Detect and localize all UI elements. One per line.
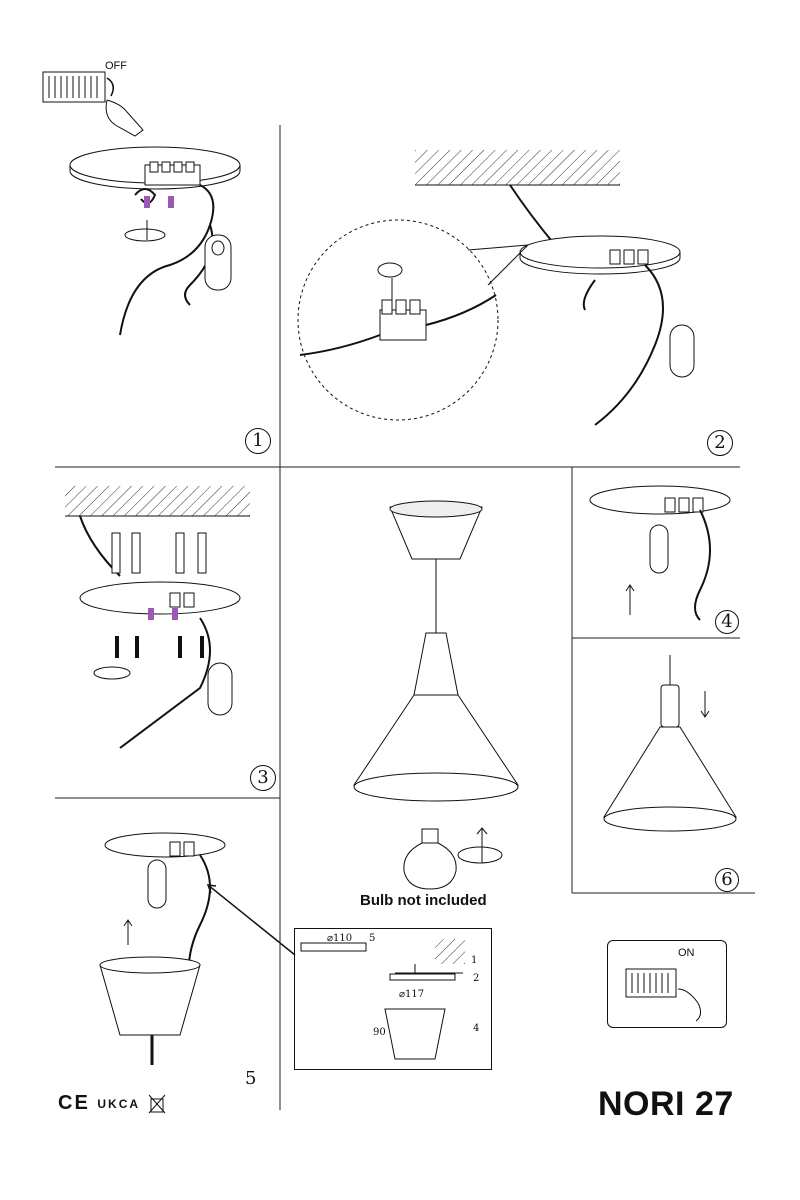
ref-1-label: 1: [471, 955, 478, 966]
step-2-number: 2: [707, 430, 733, 456]
step-6-number: 6: [715, 868, 739, 892]
breaker-on-illustration: ON: [607, 940, 727, 1028]
compliance-marks: CE UKCA: [58, 1092, 166, 1115]
ref-2-label: 2: [473, 973, 480, 984]
bulb-icon: [403, 827, 503, 890]
breaker-panel-icon: [42, 71, 144, 137]
ukca-mark: UKCA: [97, 1096, 141, 1111]
plate-diameter-label: ⌀117: [399, 989, 425, 1000]
height-label: 90: [373, 1027, 386, 1038]
step-5-illustration: [99, 832, 296, 1065]
switch-off-label: OFF: [105, 60, 127, 72]
step-4-illustration: [589, 485, 731, 621]
canopy-diameter-label: ⌀110: [327, 933, 353, 944]
step-2-illustration: [297, 150, 695, 426]
ce-mark: CE: [58, 1092, 90, 1114]
assembled-pendant-illustration: [353, 500, 519, 802]
step-1-illustration: [69, 146, 241, 336]
step-3-illustration: [65, 486, 250, 749]
step-4-number: 4: [715, 610, 739, 634]
weee-bin-icon: [148, 1092, 166, 1114]
bulb-not-included-note: Bulb not included: [360, 892, 487, 909]
dimension-drawing: ⌀110 5 ⌀117 90 1 2 4: [294, 928, 492, 1070]
ref-4-label: 4: [473, 1023, 480, 1034]
ref-5-label: 5: [369, 933, 376, 944]
breaker-off-illustration: OFF: [35, 60, 155, 150]
breaker-panel-on-icon: [625, 968, 702, 1022]
switch-on-label: ON: [678, 947, 695, 959]
product-name: NORI 27: [598, 1085, 734, 1123]
dimension-diagram: [300, 939, 465, 1060]
step-5-number: 5: [245, 1068, 257, 1089]
step-3-number: 3: [250, 765, 276, 791]
step-6-illustration: [603, 655, 737, 832]
step-1-number: 1: [245, 428, 271, 454]
